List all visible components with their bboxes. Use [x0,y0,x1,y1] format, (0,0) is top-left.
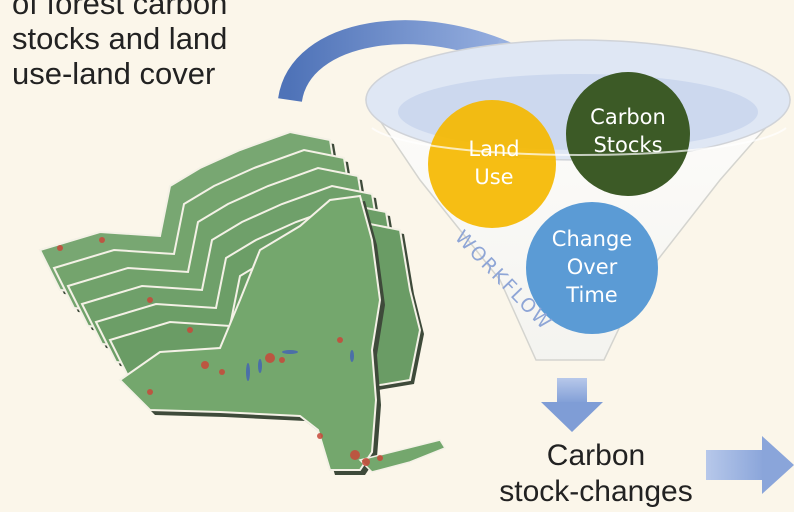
down-arrow [541,378,603,432]
intro-line-1: of forest carbon [12,0,228,21]
stacked-map-layers [38,130,447,475]
intro-line-3: use-land cover [12,56,216,91]
intro-line-2: stocks and land [12,21,228,56]
carbon-stock-changes-label: Carbon stock-changes [446,438,746,510]
output-line-2: stock-changes [499,475,693,508]
carbon-stocks-line-1: Carbon [590,105,666,129]
change-line-1: Change [552,227,632,251]
right-arrow [706,436,794,494]
intro-text: of forest carbon stocks and land use-lan… [12,0,292,91]
land-use-line-2: Use [474,165,513,189]
land-use-line-1: Land [468,137,519,161]
carbon-stocks-circle: Carbon Stocks [566,72,690,196]
change-line-2: Over [567,255,618,279]
land-use-circle: Land Use [428,100,556,228]
output-line-1: Carbon [546,439,646,472]
change-over-time-circle: Change Over Time [526,202,658,334]
change-line-3: Time [565,283,617,307]
map-layer-front [57,194,447,475]
